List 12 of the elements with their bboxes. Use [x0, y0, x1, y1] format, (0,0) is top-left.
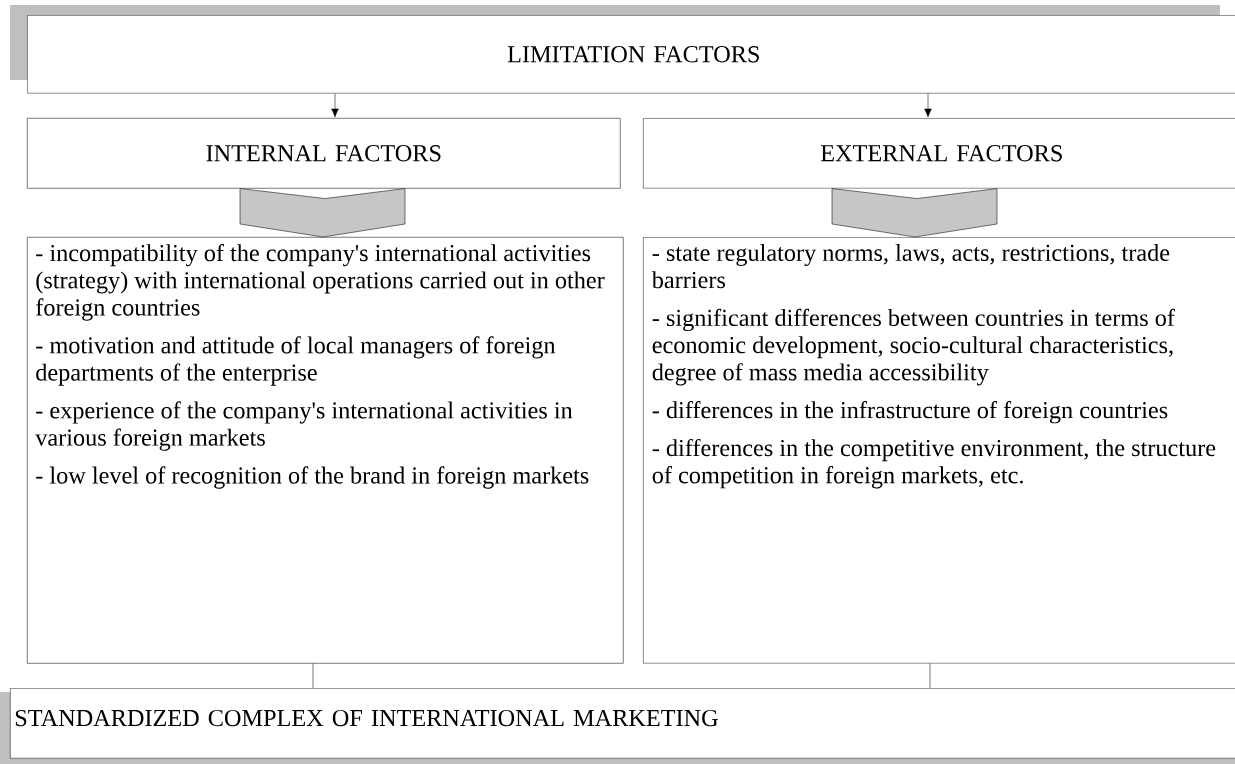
connector-line — [929, 663, 931, 689]
chevron-arrow — [239, 188, 406, 238]
chevron-arrow — [831, 188, 998, 238]
connector-line — [312, 663, 314, 689]
heading-box: LIMITATION FACTORS — [27, 15, 1235, 94]
category-box: EXTERNAL FACTORS — [643, 118, 1235, 189]
text-box: - state regulatory norms, laws, acts, restrictions, trade barriers - significant differences between countries in terms of economic development, socio-cultural characteristics, degree of mass media accessibility - differences in the infrastructure of foreign countries - differences in the competitive environment, the structure of competition in foreign markets, etc. — [643, 237, 1235, 664]
result-box: STANDARDIZED COMPLEX OF INTERNATIONAL MARKETING — [10, 688, 1235, 759]
arrow — [331, 93, 339, 118]
arrow — [924, 93, 932, 118]
text-box: - incompatibility of the company's international activities (strategy) with international operations carried out in other foreign countries - motivation and attitude of local managers of foreign departments of the enterprise - experience of the company's international activities in various foreign markets - low level of recognition of the brand in foreign markets — [27, 237, 624, 664]
category-box: INTERNAL FACTORS — [27, 118, 621, 189]
